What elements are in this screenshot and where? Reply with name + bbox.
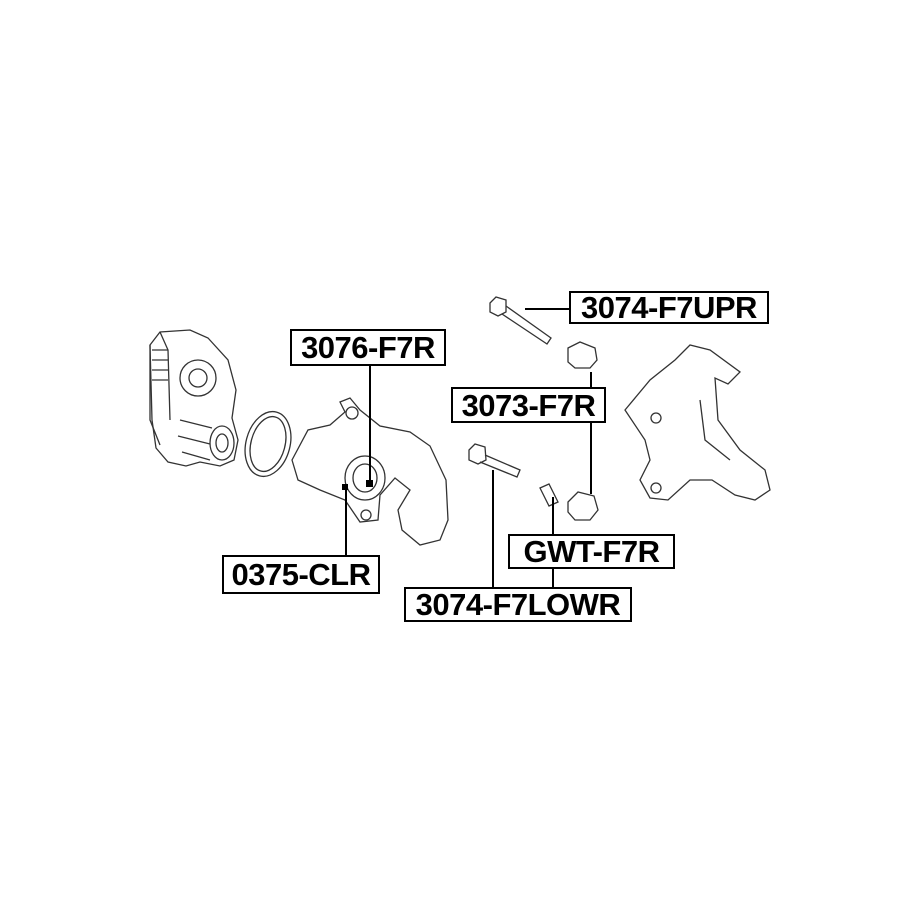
boots-drawing xyxy=(567,341,599,521)
caliper-housing-drawing xyxy=(291,397,449,546)
part-label-piston: 3076-F7R xyxy=(290,329,446,366)
part-label-boot: 3073-F7R xyxy=(451,387,606,423)
part-label-guide-sleeve: GWT-F7R xyxy=(508,534,675,569)
leader-marker xyxy=(342,484,348,490)
part-label-lower-pin: 3074-F7LOWR xyxy=(404,587,632,622)
caliper-bracket-drawing xyxy=(624,344,771,501)
caliper-motor-drawing xyxy=(149,329,239,467)
seal-ring-drawing xyxy=(244,410,292,478)
part-label-upper-pin: 3074-F7UPR xyxy=(569,291,769,324)
leader-lines xyxy=(345,308,592,587)
part-label-seal: 0375-CLR xyxy=(222,555,380,594)
leader-marker xyxy=(366,480,373,487)
lower-pin-drawing xyxy=(468,443,559,507)
upper-pin-drawing xyxy=(489,296,552,345)
